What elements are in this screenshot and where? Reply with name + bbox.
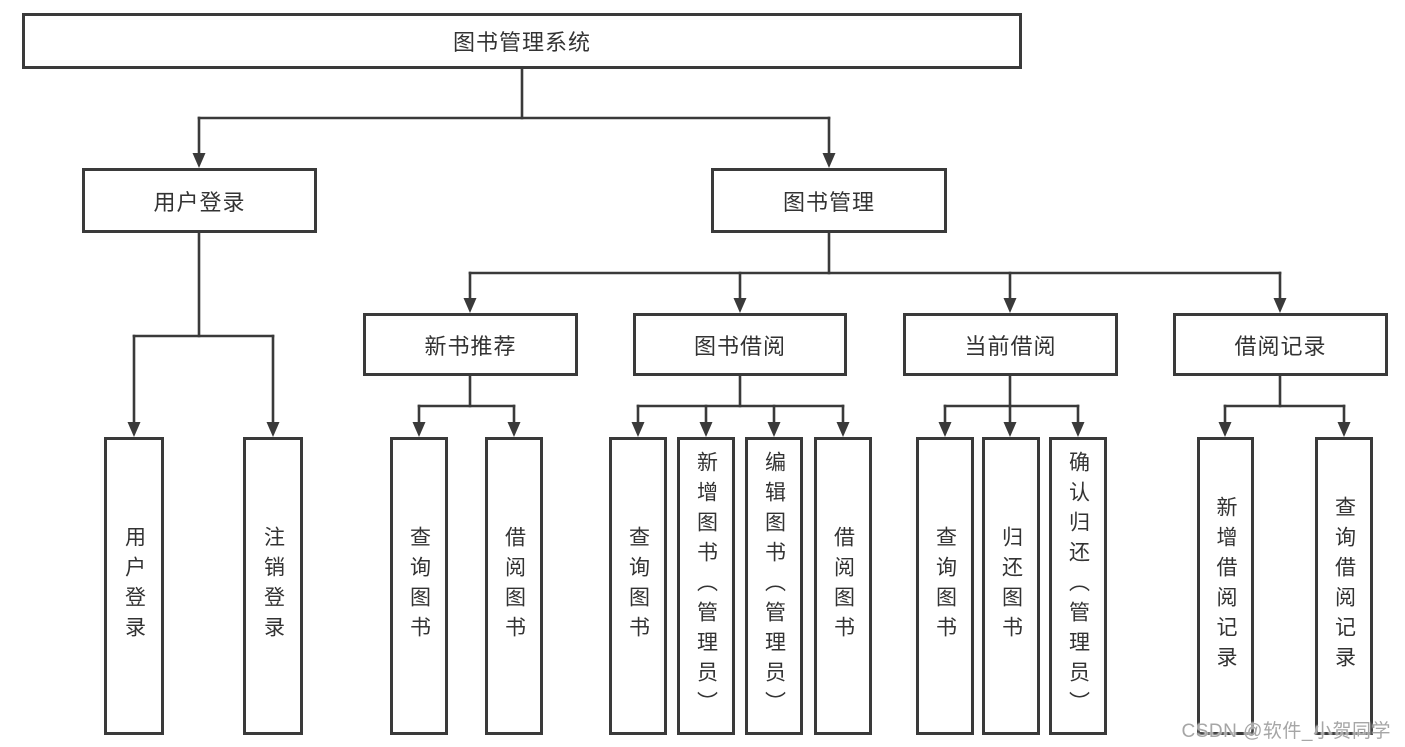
node-label: 查询借阅记录 <box>1332 496 1356 676</box>
node-label: 归还图书 <box>999 526 1023 646</box>
node-label: 用户登录 <box>122 526 146 646</box>
node-root-system: 图书管理系统 <box>22 13 1022 69</box>
leaf-borrow-books-borrowing: 借阅图书 <box>814 437 872 735</box>
node-label: 借阅图书 <box>831 526 855 646</box>
leaf-query-books-current: 查询图书 <box>916 437 974 735</box>
csdn-watermark: CSDN @软件_小贺同学 <box>1181 721 1391 742</box>
node-label: 当前借阅 <box>964 333 1057 359</box>
node-label: 注销登录 <box>261 526 285 646</box>
node-borrowing-records: 借阅记录 <box>1173 313 1388 376</box>
node-label: 查询图书 <box>933 526 957 646</box>
node-label: 借阅图书 <box>502 526 526 646</box>
node-new-book-recommend: 新书推荐 <box>363 313 578 376</box>
leaf-add-books-admin: 新增图书（管理员） <box>677 437 735 735</box>
node-label: 图书借阅 <box>693 333 786 359</box>
leaf-borrow-books-recommend: 借阅图书 <box>485 437 543 735</box>
node-current-borrowing: 当前借阅 <box>903 313 1118 376</box>
leaf-query-books-borrowing: 查询图书 <box>609 437 667 735</box>
node-label: 新书推荐 <box>424 333 517 359</box>
leaf-add-borrow-record: 新增借阅记录 <box>1197 437 1254 735</box>
node-label: 查询图书 <box>407 526 431 646</box>
leaf-query-books-recommend: 查询图书 <box>390 437 448 735</box>
leaf-logout: 注销登录 <box>243 437 303 735</box>
node-label: 新增借阅记录 <box>1214 496 1237 676</box>
leaf-return-books: 归还图书 <box>982 437 1040 735</box>
node-label: 编辑图书（管理员） <box>762 451 786 721</box>
node-label: 确认归还（管理员） <box>1066 451 1090 721</box>
node-label: 用户登录 <box>153 189 246 215</box>
node-label: 图书管理 <box>782 189 875 215</box>
node-book-borrowing: 图书借阅 <box>633 313 847 376</box>
node-user-login: 用户登录 <box>82 168 317 233</box>
leaf-edit-books-admin: 编辑图书（管理员） <box>745 437 803 735</box>
leaf-user-login: 用户登录 <box>104 437 164 735</box>
node-label: 新增图书（管理员） <box>694 451 718 721</box>
node-label: 查询图书 <box>626 526 650 646</box>
leaf-query-borrow-record: 查询借阅记录 <box>1315 437 1373 735</box>
leaf-confirm-return-admin: 确认归还（管理员） <box>1049 437 1107 735</box>
node-book-management: 图书管理 <box>711 168 947 233</box>
node-label: 图书管理系统 <box>452 30 591 55</box>
node-label: 借阅记录 <box>1234 333 1327 359</box>
